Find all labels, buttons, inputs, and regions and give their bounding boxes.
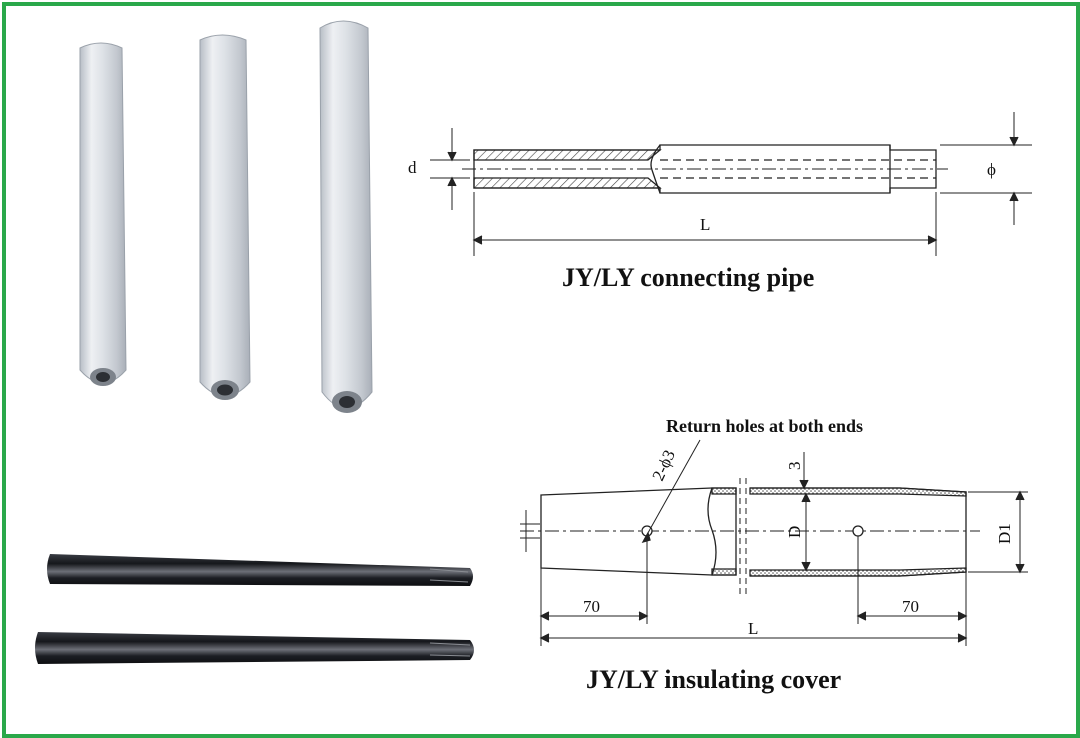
dim-L-top-label: L — [700, 215, 710, 234]
insulating-cover-photo-2 — [35, 632, 474, 664]
insulating-cover-drawing — [520, 439, 1028, 646]
return-holes-note: Return holes at both ends — [666, 416, 863, 436]
insulating-cover-caption: JY/LY insulating cover — [586, 665, 841, 694]
dim-3-label: 3 — [785, 462, 804, 471]
aluminum-pipe-photo-3 — [319, 20, 373, 413]
dim-70-right-label: 70 — [902, 597, 919, 616]
dim-70-left-label: 70 — [583, 597, 600, 616]
connecting-pipe-drawing — [430, 112, 1032, 256]
insulating-cover-photo-1 — [47, 554, 473, 586]
dim-L-bottom-label: L — [748, 619, 758, 638]
hole-label: 2-ϕ3 — [648, 447, 679, 484]
dim-D-label: D — [785, 526, 804, 538]
aluminum-pipe-photo-1 — [79, 42, 127, 386]
dim-D1-label: D1 — [995, 523, 1014, 544]
connecting-pipe-caption: JY/LY connecting pipe — [562, 263, 814, 292]
dim-phi-label: ϕ — [987, 160, 996, 179]
dim-d-label: d — [408, 158, 417, 177]
aluminum-pipe-photo-2 — [199, 34, 251, 400]
